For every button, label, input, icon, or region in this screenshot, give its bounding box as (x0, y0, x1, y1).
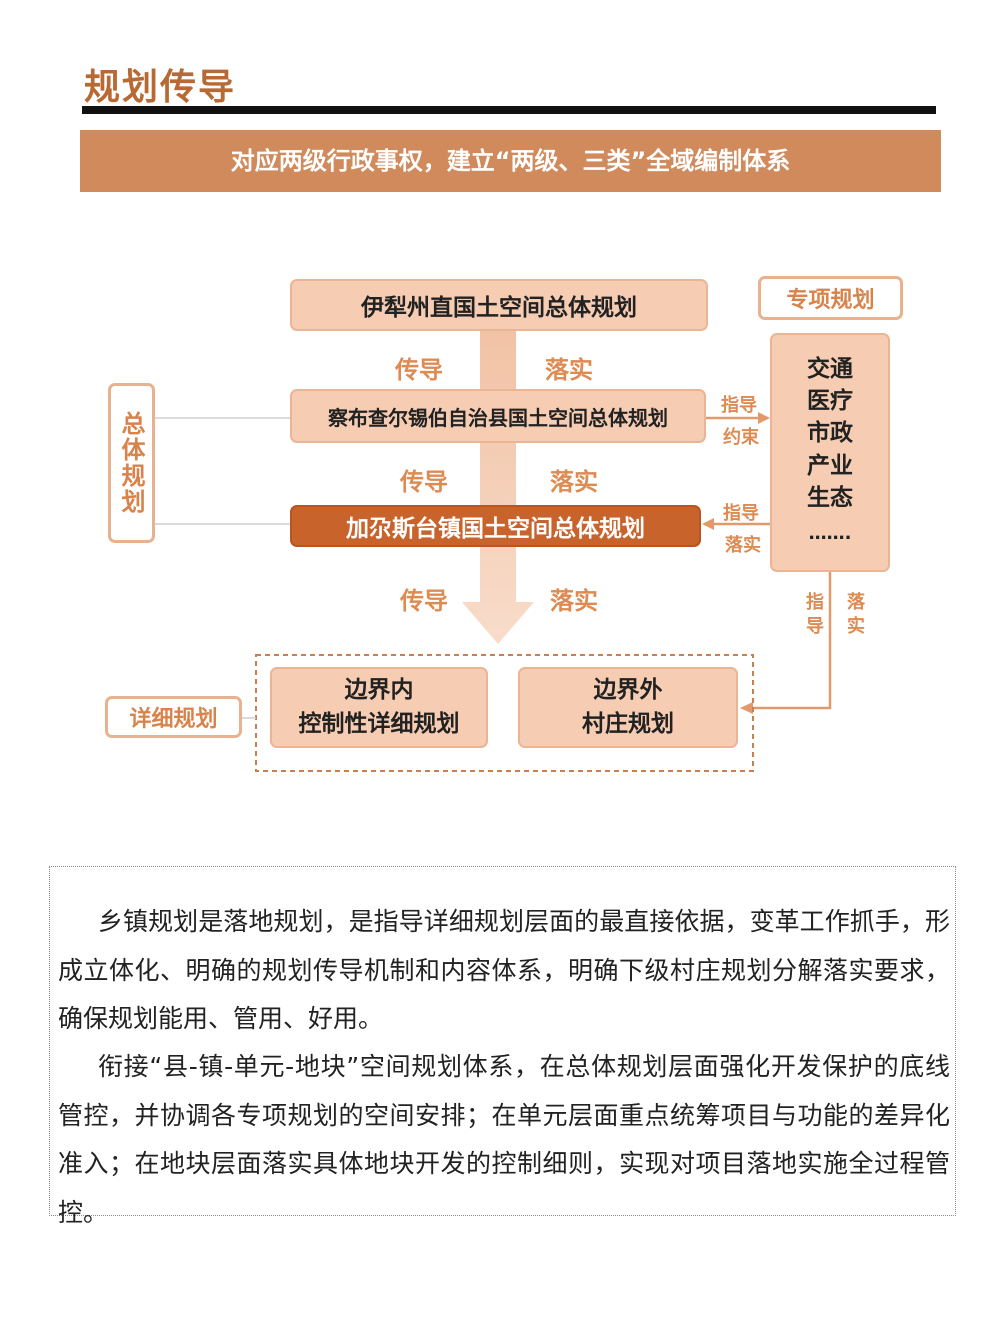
county-to-special-head (758, 412, 770, 424)
label-town-guide: 指导 (723, 503, 759, 524)
box-outer-village-plan: 边界外 村庄规划 (518, 667, 738, 748)
special-to-detailed-line (752, 572, 832, 710)
inner-box-line-2: 控制性详细规划 (298, 710, 460, 737)
box-county-plan: 察布查尔锡伯自治县国土空间总体规划 (290, 389, 706, 443)
special-item-municipal: 市政 (807, 420, 853, 447)
outer-box-line-1: 边界外 (593, 677, 663, 704)
special-item-industry: 产业 (807, 452, 853, 479)
special-item-more: ……. (808, 522, 852, 544)
special-item-traffic: 交通 (807, 356, 853, 382)
label-town-implement: 落实 (725, 535, 761, 556)
label-implement-1: 落实 (545, 356, 593, 384)
text-frame (49, 866, 956, 1216)
label-overall-plan: 总体规划 (108, 383, 155, 543)
label-transmit-2: 传导 (400, 468, 448, 496)
label-implement-3: 落实 (550, 587, 598, 615)
label-down-implement: 落实 (844, 592, 865, 640)
title-underline (82, 106, 936, 114)
box-town-plan: 加尕斯台镇国土空间总体规划 (290, 505, 701, 547)
paragraph-2: 衔接“县-镇-单元-地块”空间规划体系，在总体规划层面强化开发保护的底线管控，并… (58, 1052, 950, 1227)
section-banner: 对应两级行政事权，建立“两级、三类”全域编制体系 (80, 130, 941, 192)
label-county-guide: 指导 (721, 395, 757, 416)
page-title: 规划传导 (84, 67, 237, 108)
label-down-guide: 指导 (803, 592, 824, 640)
label-implement-2: 落实 (550, 468, 598, 496)
label-detailed-plan: 详细规划 (105, 696, 242, 738)
down-arrow (462, 328, 534, 644)
outer-box-line-2: 村庄规划 (582, 710, 674, 737)
inner-box-line-1: 边界内 (344, 677, 414, 704)
label-transmit-3: 传导 (400, 587, 448, 615)
box-inner-detailed-plan: 边界内 控制性详细规划 (270, 667, 488, 748)
special-item-medical: 医疗 (807, 388, 853, 415)
label-special-plan: 专项规划 (758, 276, 903, 320)
paragraph-1: 乡镇规划是落地规划，是指导详细规划层面的最直接依据，变革工作抓手，形成立体化、明… (58, 907, 950, 1033)
label-county-constrain: 约束 (723, 427, 759, 448)
special-item-ecology: 生态 (807, 484, 853, 511)
special-to-detailed-head (740, 702, 753, 714)
label-transmit-1: 传导 (395, 356, 443, 384)
box-prefecture-plan: 伊犁州直国土空间总体规划 (290, 279, 708, 331)
special-to-town-head (702, 518, 714, 530)
box-special-items: 交通 医疗 市政 产业 生态 ……. (770, 333, 890, 572)
